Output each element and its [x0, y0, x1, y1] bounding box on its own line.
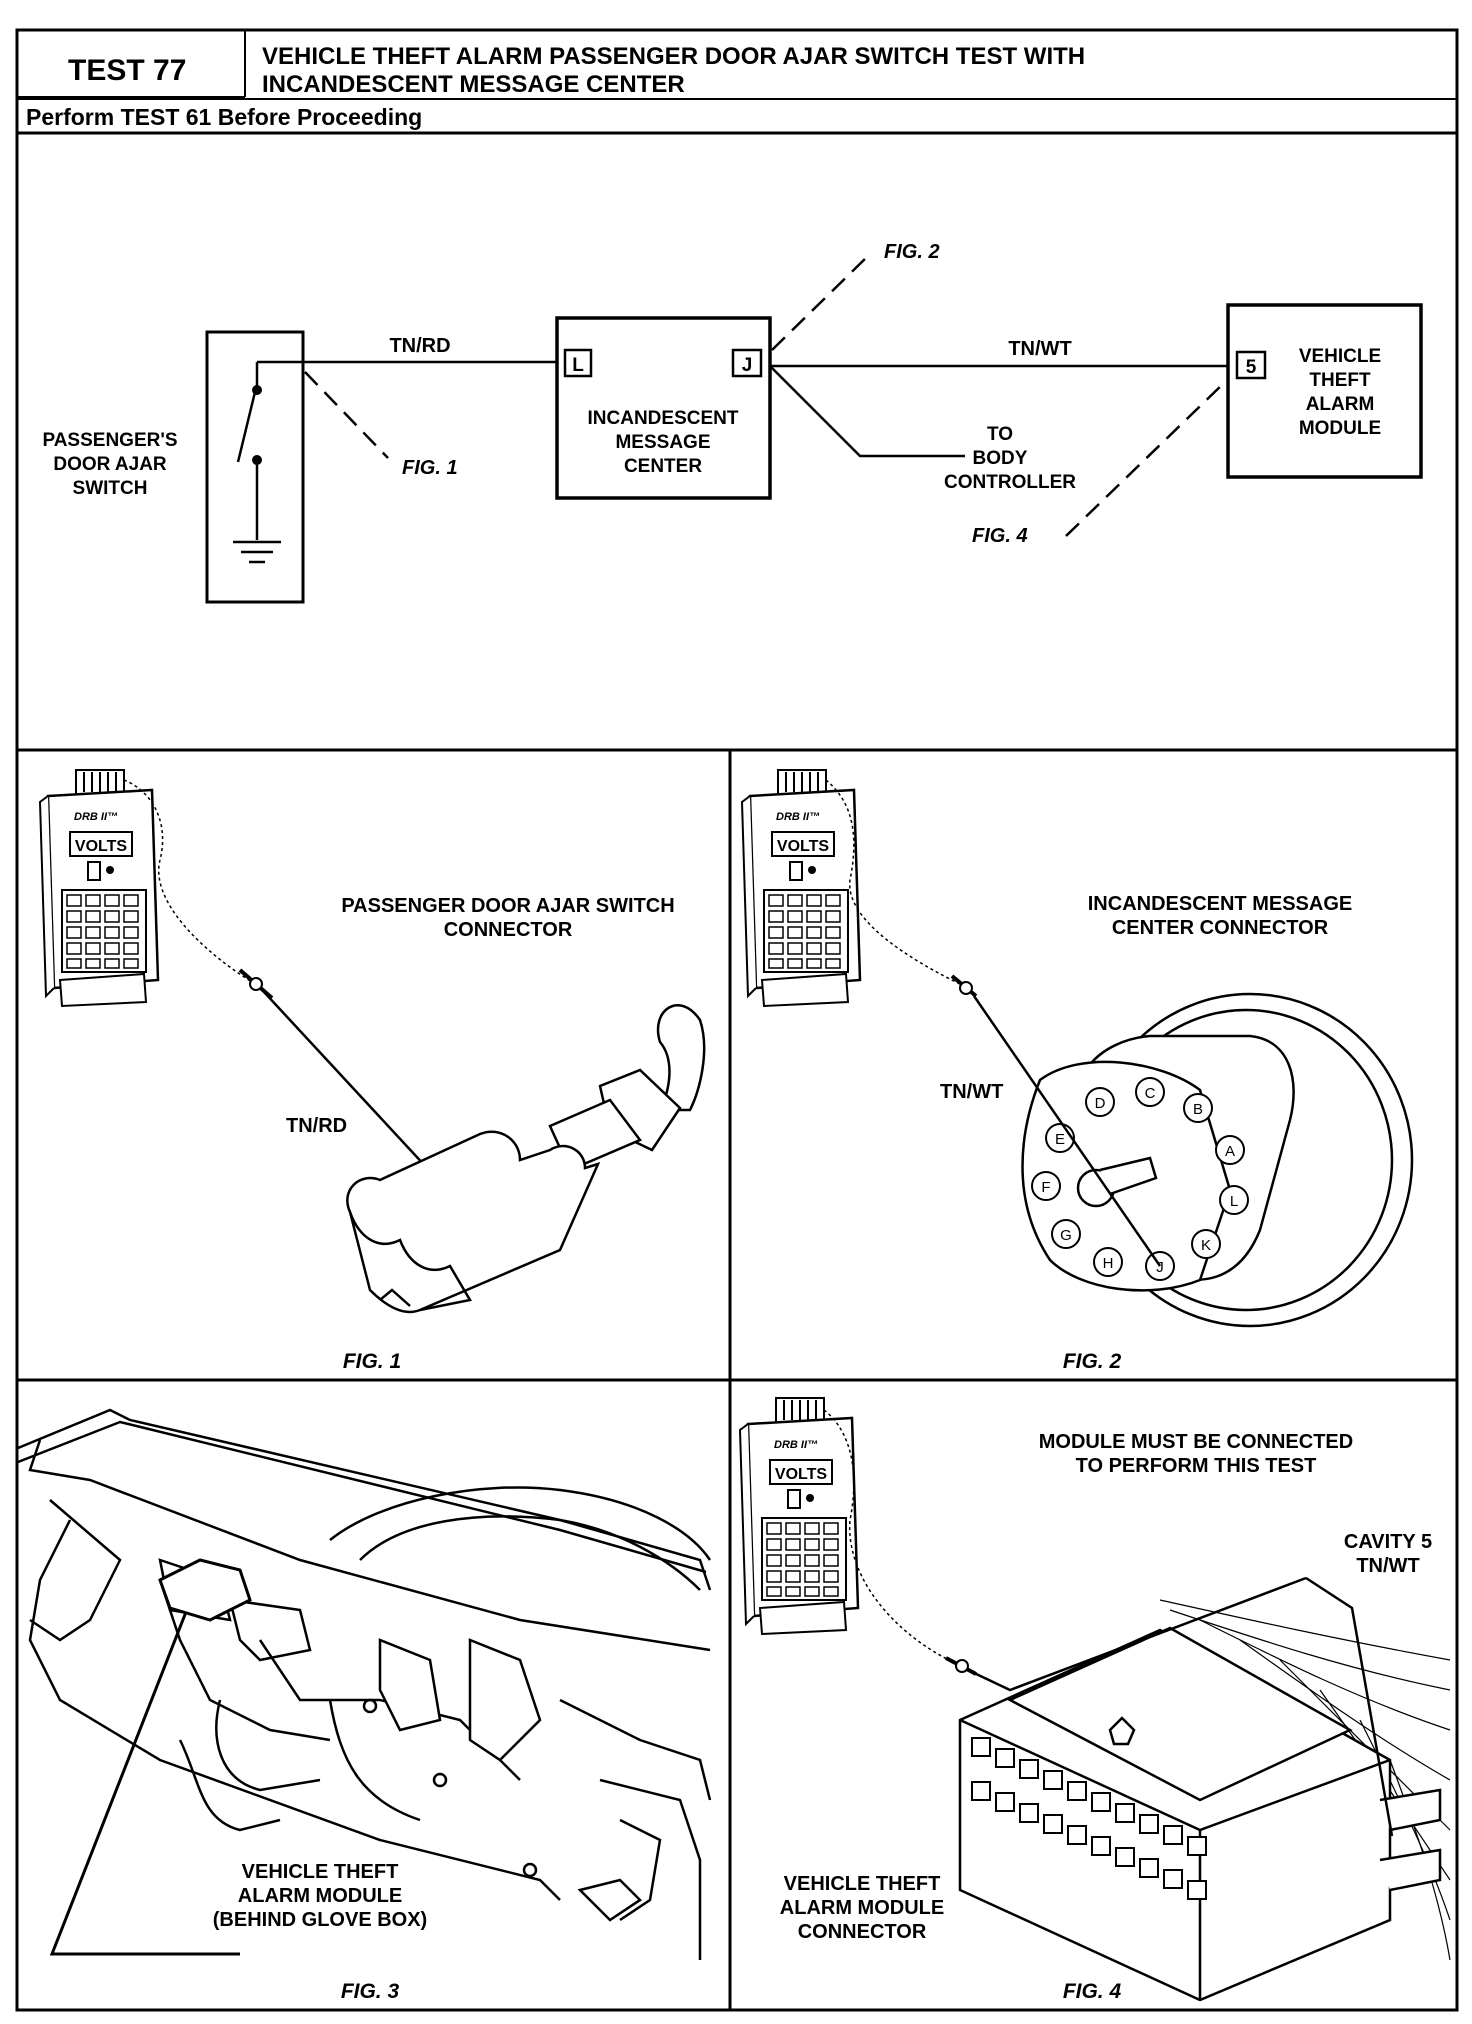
pin-label-e: E	[1055, 1131, 1065, 1148]
tester-brand-fig4: DRB II™	[774, 1439, 818, 1451]
fig1-wire-label: TN/RD	[286, 1115, 347, 1137]
pin-circle-c	[1135, 1077, 1165, 1107]
message-center-connector	[1021, 992, 1414, 1328]
pin-label-b: B	[1193, 1101, 1203, 1118]
fig3-label-2: ALARM MODULE	[238, 1885, 402, 1907]
theft-alarm-module-box	[1226, 303, 1423, 479]
fig2-ref: FIG. 2	[884, 241, 940, 263]
dashboard-drawing	[17, 1408, 712, 1960]
pin-label-h: H	[1103, 1255, 1114, 1272]
message-center-box	[555, 316, 772, 500]
fig1-panel: DRB II™ VOLTS PASSENGER DOOR AJAR SWITCH…	[38, 768, 706, 1373]
module-label-2: THEFT	[1309, 370, 1371, 391]
fig2-title-2: CENTER CONNECTOR	[1112, 917, 1329, 939]
fig4-panel: DRB II™ VOLTS MODULE MUST BE CONNECTED T…	[738, 1396, 1451, 2003]
fig1-title-2: CONNECTOR	[444, 919, 573, 941]
drb-tester-fig1: DRB II™ VOLTS	[38, 768, 160, 1008]
tester-mode-fig2: VOLTS	[777, 838, 829, 855]
pin-circle-g	[1051, 1219, 1081, 1249]
fig2-title-1: INCANDESCENT MESSAGE	[1088, 893, 1352, 915]
title-line-2: INCANDESCENT MESSAGE CENTER	[262, 71, 685, 98]
switch-label-1: PASSENGER'S	[42, 430, 177, 451]
switch-label-3: SWITCH	[73, 478, 148, 499]
pin-label-a: A	[1225, 1143, 1235, 1160]
body-controller-label-1: TO	[987, 424, 1013, 445]
pin-label-c: C	[1145, 1085, 1156, 1102]
title-line-1: VEHICLE THEFT ALARM PASSENGER DOOR AJAR …	[262, 43, 1085, 70]
pin-label-d: D	[1095, 1095, 1106, 1112]
connector-pins	[1031, 1077, 1249, 1281]
schematic: PASSENGER'S DOOR AJAR SWITCH TN/RD FIG. …	[42, 241, 1423, 604]
body-controller-label-2: BODY	[973, 448, 1028, 469]
connector-cavities-lower	[971, 1781, 1207, 1900]
fig4-label-1: VEHICLE THEFT	[784, 1873, 941, 1895]
module-label-4: MODULE	[1299, 418, 1381, 439]
fig2-wire-label: TN/WT	[940, 1081, 1003, 1103]
pin-circle-f	[1031, 1171, 1061, 1201]
pin-5: 5	[1246, 357, 1257, 378]
pin-circle-b	[1183, 1093, 1213, 1123]
fig3-panel: VEHICLE THEFT ALARM MODULE (BEHIND GLOVE…	[17, 1408, 712, 2003]
pin-label-l: L	[1230, 1193, 1238, 1210]
fig1-ref: FIG. 1	[402, 457, 458, 479]
door-switch-connector	[346, 1004, 706, 1314]
prerequisite-note: Perform TEST 61 Before Proceeding	[26, 104, 422, 130]
fig4-cavity-1: CAVITY 5	[1344, 1531, 1432, 1553]
pin-circle-h	[1093, 1247, 1123, 1277]
wire-tn-rd-label: TN/RD	[389, 335, 450, 357]
fig3-leader-line	[49, 1611, 240, 1956]
fig1-probe-wire	[263, 991, 441, 1183]
tester-brand-fig1: DRB II™	[74, 811, 118, 823]
tester-mode-fig1: VOLTS	[75, 838, 127, 855]
test-label: TEST 77	[68, 54, 186, 87]
pin-label-g: G	[1060, 1227, 1072, 1244]
body-controller-label-3: CONTROLLER	[944, 472, 1076, 493]
pin-circle-d	[1085, 1087, 1115, 1117]
fig3-label-1: VEHICLE THEFT	[242, 1861, 399, 1883]
module-label-3: ALARM	[1306, 394, 1375, 415]
fig3-label-3: (BEHIND GLOVE BOX)	[213, 1909, 427, 1931]
theft-alarm-module-shape	[158, 1558, 252, 1622]
message-center-label-3: CENTER	[624, 456, 702, 477]
fig2-probe-wire	[972, 995, 1162, 1267]
pin-l: L	[572, 355, 584, 376]
module-connector	[958, 1626, 1442, 2002]
pin-circle-k	[1191, 1229, 1221, 1259]
message-center-label-2: MESSAGE	[615, 432, 710, 453]
drb-tester-fig4: DRB II™ VOLTS	[738, 1396, 860, 1636]
wire-to-body-controller	[769, 365, 965, 458]
tester-mode-fig4: VOLTS	[775, 1466, 827, 1483]
tester-brand-fig2: DRB II™	[776, 811, 820, 823]
fig4-cavity-leader	[1305, 1576, 1394, 1837]
pin-circle-l	[1219, 1185, 1249, 1215]
switch-label-2: DOOR AJAR	[53, 454, 167, 475]
pin-j: J	[742, 355, 753, 376]
fig4-note-2: TO PERFORM THIS TEST	[1076, 1455, 1317, 1477]
pin-label-k: K	[1201, 1237, 1211, 1254]
fig4-label-2: ALARM MODULE	[780, 1897, 944, 1919]
wire-tn-wt-label: TN/WT	[1008, 338, 1071, 360]
fig1-title-1: PASSENGER DOOR AJAR SWITCH	[341, 895, 674, 917]
fig4-ref: FIG. 4	[972, 525, 1028, 547]
drb-tester-fig2: DRB II™ VOLTS	[740, 768, 862, 1008]
fig4-note-1: MODULE MUST BE CONNECTED	[1039, 1431, 1353, 1453]
fig2-caption: FIG. 2	[1063, 1350, 1122, 1373]
pin-label-j: J	[1156, 1259, 1164, 1276]
fig4-caption: FIG. 4	[1063, 1980, 1122, 2003]
fig3-caption: FIG. 3	[341, 1980, 400, 2003]
page-border	[15, 28, 1459, 2012]
connector-cavities-upper	[971, 1737, 1207, 1856]
fig4-probe-wire	[971, 1576, 1307, 1692]
fig4-label-3: CONNECTOR	[798, 1921, 927, 1943]
pin-circle-a	[1215, 1135, 1245, 1165]
fig2-panel: DRB II™ VOLTS INCANDESCENT MESSAGE CENTE…	[740, 768, 1414, 1373]
fig1-caption: FIG. 1	[343, 1350, 401, 1373]
fig4-cavity-2: TN/WT	[1356, 1555, 1419, 1577]
door-ajar-switch-box	[205, 330, 305, 604]
message-center-label-1: INCANDESCENT	[588, 408, 739, 429]
module-label-1: VEHICLE	[1299, 346, 1381, 367]
pin-label-f: F	[1041, 1179, 1050, 1196]
